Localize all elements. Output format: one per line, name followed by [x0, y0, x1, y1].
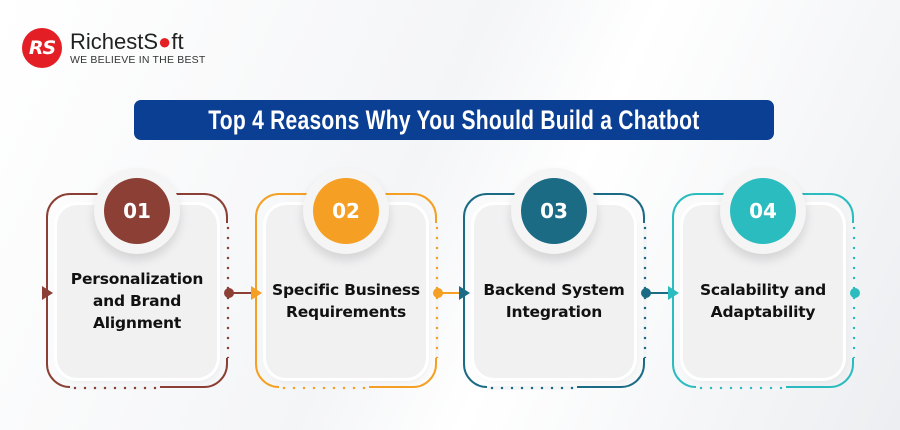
arrow-right-icon	[668, 286, 679, 300]
dotted-border	[696, 386, 786, 390]
dotted-border	[487, 386, 577, 390]
step-number: 03	[521, 178, 587, 244]
brand-dot-icon: ●	[158, 28, 172, 54]
dotted-border	[70, 386, 160, 390]
step-badge: 02	[303, 168, 389, 254]
brand-tagline: WE BELIEVE IN THE BEST	[70, 53, 206, 66]
step-card-4: Scalability and Adaptability 04	[668, 168, 860, 390]
step-card-1: Personalization and Brand Alignment 01	[42, 168, 252, 390]
step-label: Backend System Integration	[483, 280, 625, 321]
step-badge: 01	[94, 168, 180, 254]
connector-dot-icon	[850, 288, 860, 298]
step-badge: 04	[720, 168, 806, 254]
brand-name: RichestS●ft	[70, 28, 206, 54]
title-banner: Top 4 Reasons Why You Should Build a Cha…	[134, 100, 774, 140]
step-badge: 03	[511, 168, 597, 254]
arrow-right-icon	[459, 286, 470, 300]
logo-mark-icon: RS	[22, 28, 62, 68]
logo-text: RichestS●ft WE BELIEVE IN THE BEST	[70, 28, 206, 66]
connector-line	[441, 292, 461, 294]
connector-dot-icon	[224, 288, 234, 298]
step-card-3: Backend System Integration 03	[459, 168, 669, 390]
connector-line	[649, 292, 669, 294]
step-number: 02	[313, 178, 379, 244]
connector-line	[232, 292, 252, 294]
dotted-border	[279, 386, 369, 390]
connector-dot-icon	[433, 288, 443, 298]
card-body: Backend System Integration	[474, 205, 634, 378]
page-title: Top 4 Reasons Why You Should Build a Cha…	[208, 104, 700, 135]
connector-dot-icon	[641, 288, 651, 298]
logo: RS RichestS●ft WE BELIEVE IN THE BEST	[22, 28, 206, 68]
brand-name-part1: RichestS	[70, 28, 159, 54]
step-label: Personalization and Brand Alignment	[70, 269, 204, 332]
arrow-right-icon	[42, 286, 53, 300]
step-label: Scalability and Adaptability	[699, 280, 827, 321]
step-label: Specific Business Requirements	[272, 280, 420, 321]
step-number: 04	[730, 178, 796, 244]
brand-name-part2: ft	[171, 28, 184, 54]
arrow-right-icon	[251, 286, 262, 300]
step-card-2: Specific Business Requirements 02	[251, 168, 461, 390]
step-number: 01	[104, 178, 170, 244]
